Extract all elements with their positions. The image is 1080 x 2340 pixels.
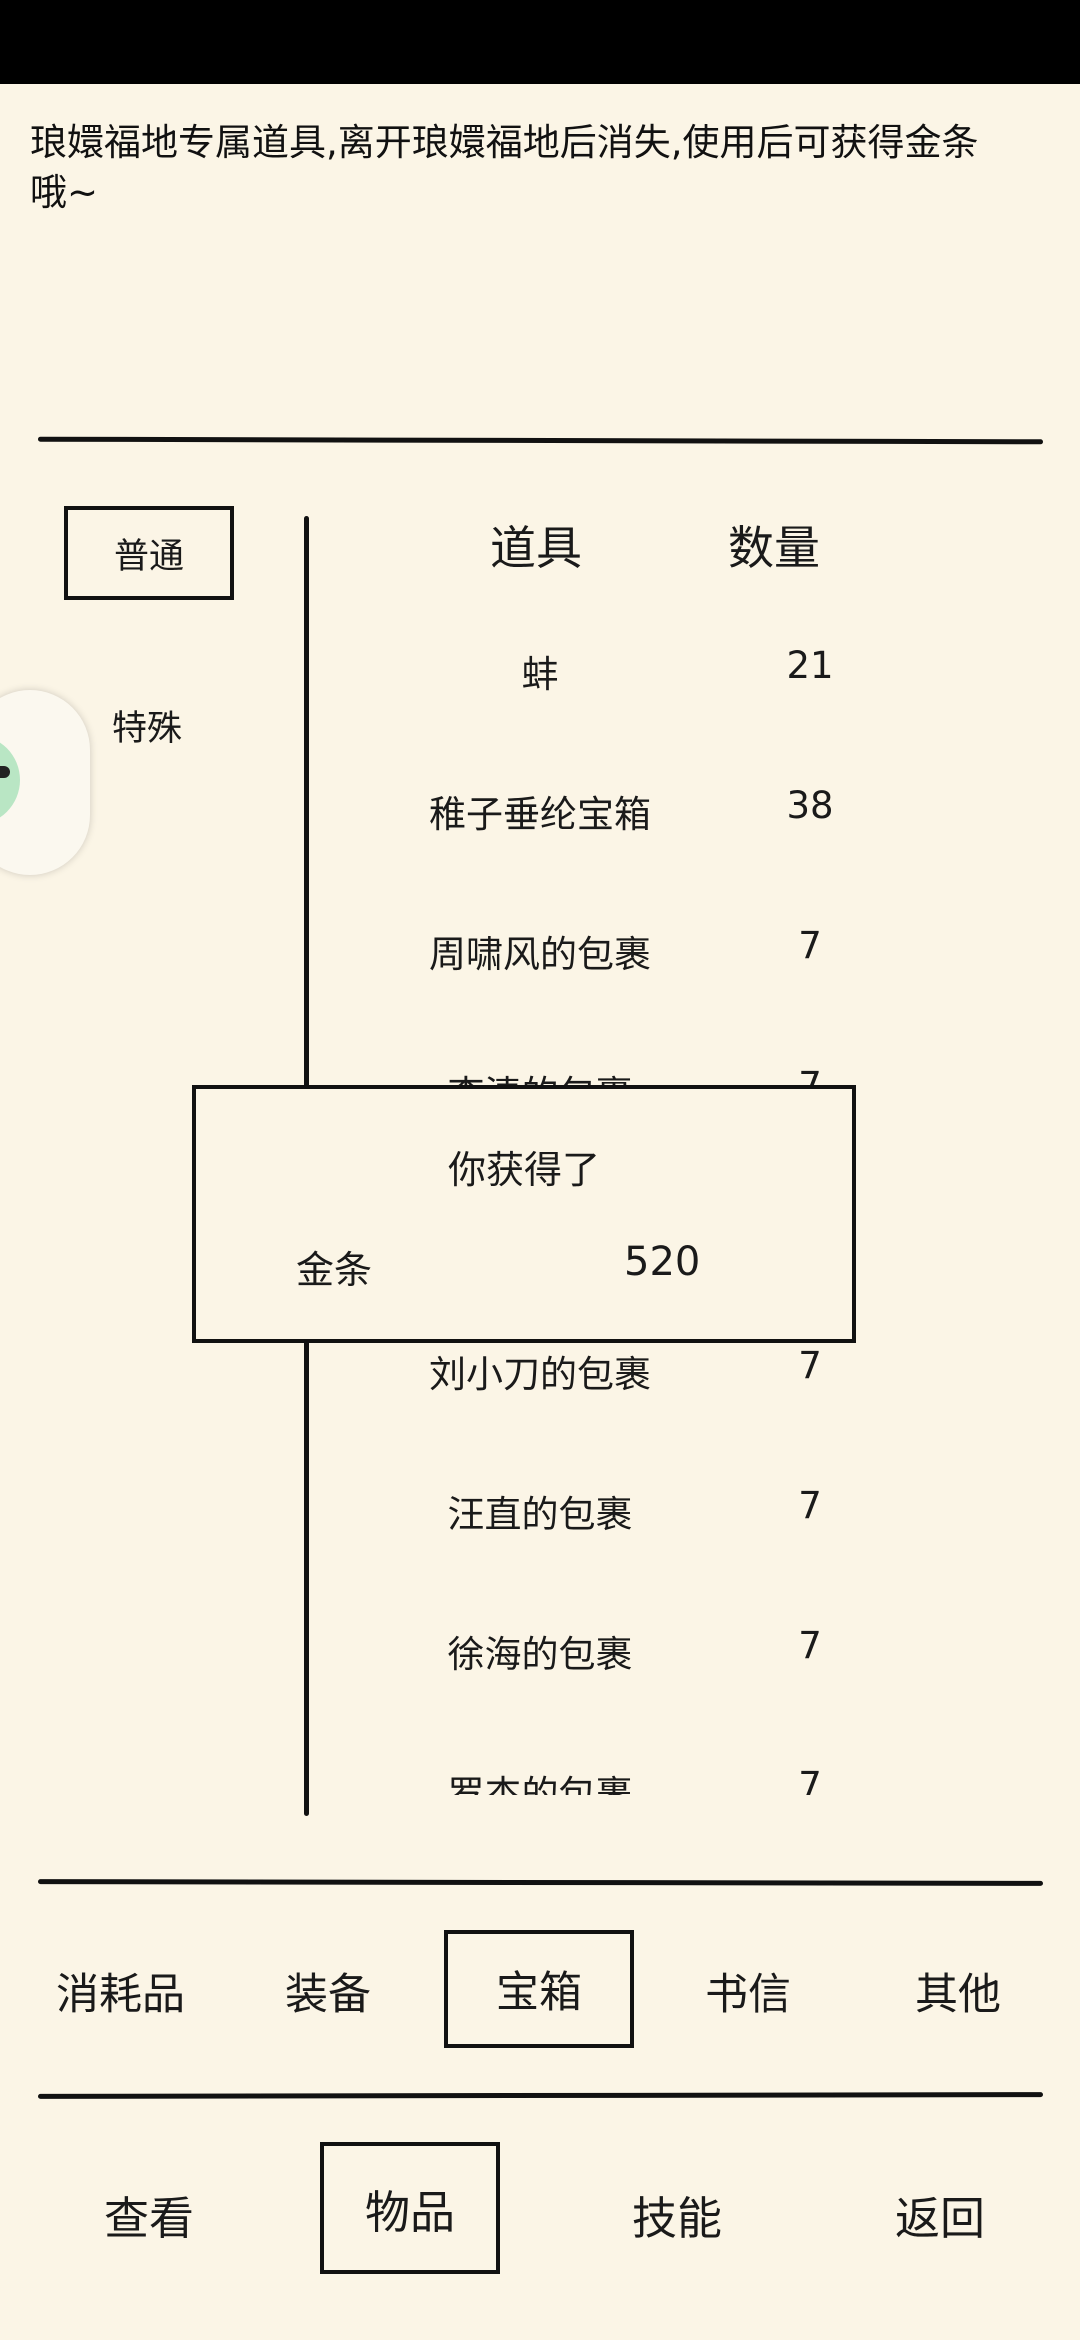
list-item[interactable]: 罗杰的包裹 7 <box>310 1764 970 1795</box>
divider-top <box>37 436 1044 445</box>
nav-view[interactable]: 查看 <box>104 2192 195 2245</box>
item-qty: 7 <box>798 924 822 967</box>
item-qty: 7 <box>798 1344 822 1387</box>
list-item[interactable]: 徐海的包裹 7 <box>310 1624 970 1684</box>
item-name: 徐海的包裹 <box>447 1633 633 1676</box>
nav-skills[interactable]: 技能 <box>632 2192 723 2245</box>
category-special-button[interactable]: 特殊 <box>112 709 183 749</box>
item-description: 琅嬛福地专属道具,离开琅嬛福地后消失,使用后可获得金条哦~ <box>30 121 979 214</box>
category-normal-button[interactable]: 普通 <box>64 506 234 600</box>
item-name: 蚌 <box>521 653 559 696</box>
list-item[interactable]: 汪直的包裹 7 <box>310 1484 970 1544</box>
header-quantity: 数量 <box>728 521 820 575</box>
nav-items[interactable]: 物品 <box>320 2142 500 2274</box>
reward-dialog-title: 你获得了 <box>447 1148 600 1192</box>
item-name: 稚子垂纶宝箱 <box>429 793 651 836</box>
item-qty: 21 <box>786 644 834 687</box>
item-name: 罗杰的包裹 <box>447 1773 633 1795</box>
header-item: 道具 <box>490 521 582 575</box>
divider-middle <box>37 1879 1044 1886</box>
reward-dialog[interactable]: 你获得了 金条 520 <box>192 1085 856 1343</box>
list-item[interactable]: 刘小刀的包裹 7 <box>310 1344 970 1404</box>
item-qty: 7 <box>798 1484 822 1527</box>
tab-consumables[interactable]: 消耗品 <box>56 1970 185 2020</box>
mascot-eye-icon <box>0 766 10 778</box>
tab-letters[interactable]: 书信 <box>705 1970 791 2020</box>
tab-equipment[interactable]: 装备 <box>285 1970 371 2020</box>
nav-back[interactable]: 返回 <box>895 2192 986 2245</box>
item-name: 周啸风的包裹 <box>429 933 651 976</box>
item-name: 汪直的包裹 <box>447 1493 633 1536</box>
floating-assistant-button[interactable] <box>0 690 90 875</box>
reward-item-name: 金条 <box>296 1248 373 1292</box>
reward-item-quantity: 520 <box>624 1239 701 1285</box>
tab-chests[interactable]: 宝箱 <box>444 1930 634 2048</box>
item-list[interactable]: 蚌 21 稚子垂纶宝箱 38 周啸风的包裹 7 李清的包裹 7 刘小刀的包裹 7… <box>310 600 970 1795</box>
status-bar <box>0 0 1080 84</box>
item-qty: 7 <box>798 1764 822 1795</box>
list-item[interactable]: 周啸风的包裹 7 <box>310 924 970 984</box>
tab-other[interactable]: 其他 <box>915 1970 1001 2020</box>
item-name: 刘小刀的包裹 <box>429 1353 651 1396</box>
item-qty: 7 <box>798 1624 822 1667</box>
mascot-icon <box>0 735 20 825</box>
item-qty: 38 <box>786 784 834 827</box>
list-item[interactable]: 蚌 21 <box>310 644 970 704</box>
divider-bottom <box>37 2092 1044 2099</box>
list-item[interactable]: 稚子垂纶宝箱 38 <box>310 784 970 844</box>
